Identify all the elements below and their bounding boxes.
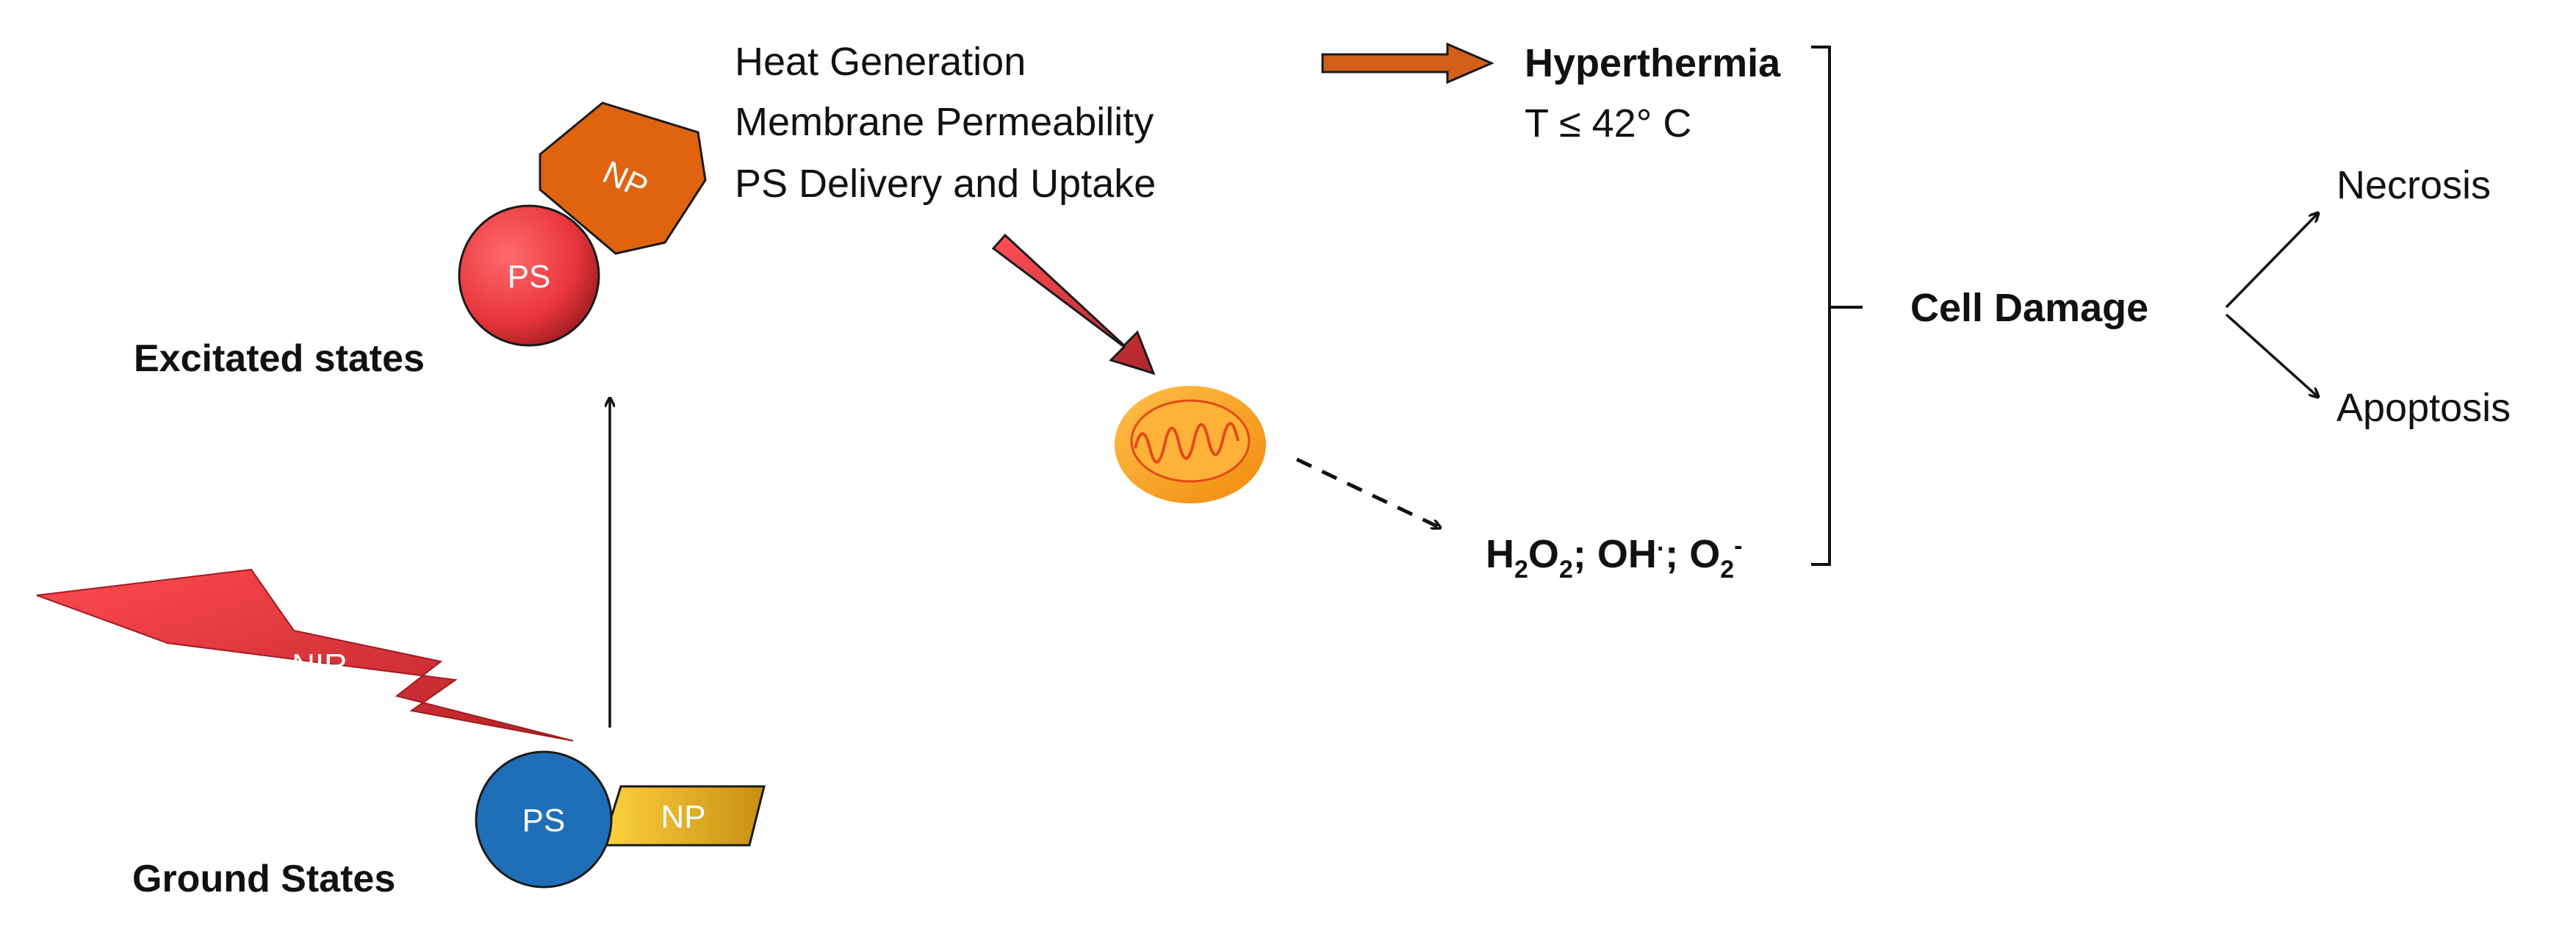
cell-damage-bracket bbox=[1811, 46, 1863, 566]
ps-excited-circle bbox=[458, 204, 600, 347]
ps-ground-label: PS bbox=[522, 803, 566, 839]
mito-arrow bbox=[991, 233, 1156, 376]
excited-complex: NP PS bbox=[458, 101, 707, 347]
ps-ground-circle bbox=[475, 750, 613, 889]
ps-excited-label: PS bbox=[508, 259, 551, 295]
effect-ps-delivery: PS Delivery and Uptake bbox=[735, 162, 1156, 206]
heat-arrow bbox=[1321, 42, 1494, 85]
ground-states-caption: Ground States bbox=[132, 858, 395, 900]
ros-label: H2O2; OH·; O2- bbox=[1486, 532, 1742, 584]
nir-label: NIR bbox=[292, 647, 348, 684]
effect-membrane-permeability: Membrane Permeability bbox=[735, 100, 1154, 144]
hyperthermia-temperature: T ≤ 42° C bbox=[1525, 101, 1691, 146]
excited-states-caption: Excitated states bbox=[134, 337, 425, 380]
mitochondrion-icon bbox=[1115, 386, 1266, 503]
effect-heat-generation: Heat Generation bbox=[735, 40, 1026, 84]
hyperthermia-title: Hyperthermia bbox=[1525, 41, 1781, 85]
apoptosis-arrow bbox=[2225, 313, 2318, 397]
necrosis-arrow bbox=[2225, 213, 2318, 309]
apoptosis-label: Apoptosis bbox=[2336, 386, 2511, 430]
np-ground-label: NP bbox=[661, 799, 705, 835]
necrosis-label: Necrosis bbox=[2336, 163, 2491, 207]
cell-damage-label: Cell Damage bbox=[1910, 286, 2148, 330]
nir-bolt: NIR bbox=[36, 568, 574, 742]
np-excited-shape bbox=[539, 101, 707, 255]
nir-bolt-shape bbox=[36, 568, 574, 742]
ros-dashed-arrow bbox=[1295, 457, 1440, 528]
effects-list: Heat Generation Membrane Permeability PS… bbox=[735, 40, 1156, 206]
ground-complex: NP PS bbox=[475, 750, 766, 889]
